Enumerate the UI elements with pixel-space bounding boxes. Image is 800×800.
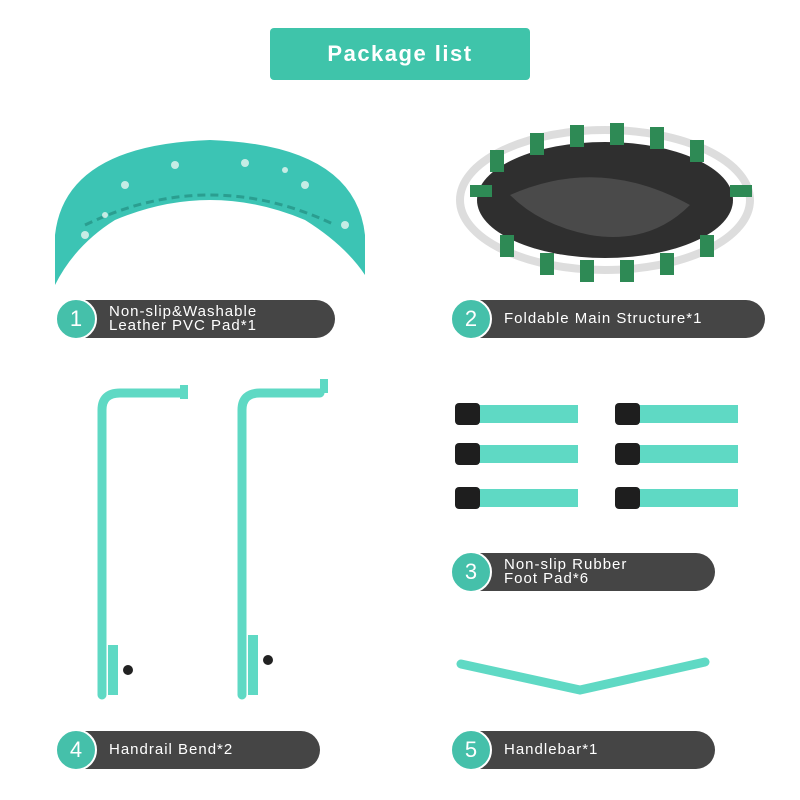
item-label-2: 2 Foldable Main Structure*1 <box>450 298 765 340</box>
package-list-title: Package list <box>270 28 530 80</box>
item-name-line1: Non-slip Rubber <box>504 556 628 573</box>
item-label-4: 4 Handrail Bend*2 <box>55 729 320 771</box>
handrail-bend-image <box>97 379 328 700</box>
handlebar-image <box>456 657 710 695</box>
item-name-line1: Non-slip&Washable <box>109 303 258 320</box>
item-label-5: 5 Handlebar*1 <box>450 729 715 771</box>
item-name-line1: Handrail Bend*2 <box>109 741 234 758</box>
rubber-feet-image <box>455 403 738 509</box>
item-number-badge: 4 <box>55 729 97 771</box>
item-name-line2: Leather PVC Pad*1 <box>109 317 257 334</box>
item-name-line2: Foot Pad*6 <box>504 570 590 587</box>
item-number-badge: 5 <box>450 729 492 771</box>
item-name-line1: Foldable Main Structure*1 <box>504 310 703 327</box>
main-structure-image <box>456 123 754 282</box>
item-name-line1: Handlebar*1 <box>504 741 599 758</box>
item-number-badge: 3 <box>450 551 492 593</box>
item-number-badge: 2 <box>450 298 492 340</box>
item-number-badge: 1 <box>55 298 97 340</box>
pvc-pad-image <box>55 140 365 285</box>
